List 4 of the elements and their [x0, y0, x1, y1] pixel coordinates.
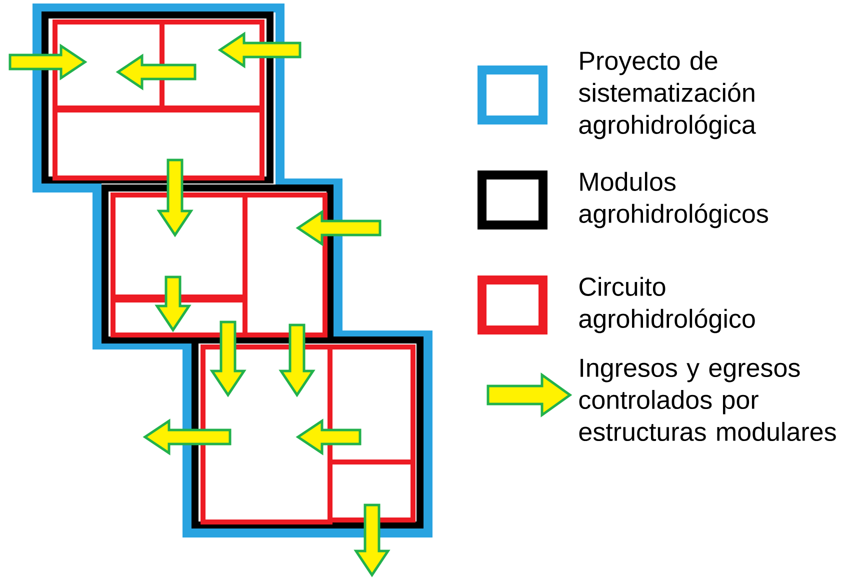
legend-text: Circuito agrohidrológico: [579, 276, 755, 334]
legend-text: Modulos agrohidrológicos: [579, 172, 768, 228]
legend-text: Ingresos y egresos controlados por estructuras modulares: [579, 358, 836, 442]
legend-text: Proyecto de sistematización agrohidrológica: [578, 50, 756, 140]
